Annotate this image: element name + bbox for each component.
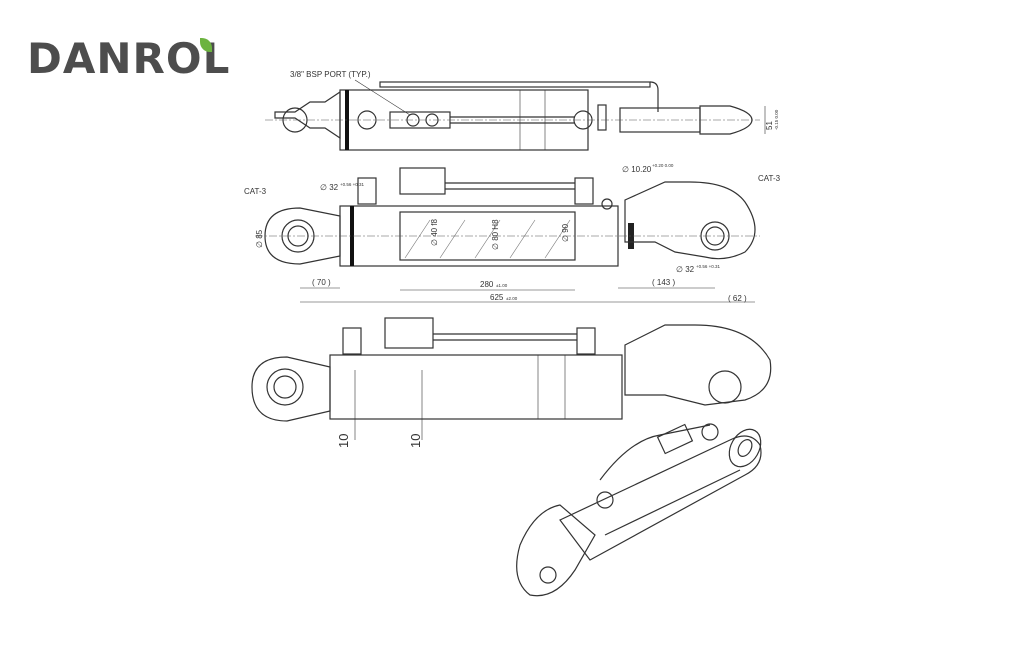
brand-logo: DANROL xyxy=(27,34,230,83)
pin-bottom-tol: +0.56 +0.31 xyxy=(696,264,721,269)
dim-10-a: 10 xyxy=(336,434,351,448)
bore-dia-dim: ∅ 80 H8 xyxy=(491,219,500,250)
port-label: 3/8" BSP PORT (TYP.) xyxy=(290,70,371,79)
isometric-view xyxy=(516,423,762,597)
dim-143: ( 143 ) xyxy=(652,278,675,287)
pin-top-dim: ∅ 32 xyxy=(320,183,339,192)
dim-51-tol: -0.15 0.00 xyxy=(774,109,779,130)
side-view: CAT-3 CAT-3 ∅ 32 +0.56 +0.31 ∅ 10.20 +0.… xyxy=(244,163,781,303)
rod-dia-dim: ∅ 40 f8 xyxy=(430,218,439,246)
dim-70: ( 70 ) xyxy=(312,278,331,287)
dim-62: ( 62 ) xyxy=(728,294,747,303)
cat-left-label: CAT-3 xyxy=(244,187,267,196)
pin-top-tol: +0.56 +0.31 xyxy=(340,182,365,187)
hole-tol: +0.20 0.00 xyxy=(652,163,674,168)
dim-51: 51 xyxy=(765,121,774,130)
dim-625-tol: ±2.00 xyxy=(506,296,518,301)
tube-dia-dim: ∅ 90 xyxy=(561,223,570,242)
dim-625: 625 xyxy=(490,293,504,302)
dim-280: 280 xyxy=(480,280,494,289)
logo-text: DANROL xyxy=(27,34,231,83)
pin-bottom-dim: ∅ 32 xyxy=(676,265,695,274)
eye-dia-dim: ∅ 85 xyxy=(255,229,264,248)
cat-right-label: CAT-3 xyxy=(758,174,781,183)
dim-10-b: 10 xyxy=(408,434,423,448)
front-view: 10 10 xyxy=(251,317,772,448)
top-view: 3/8" BSP PORT (TYP.) 51 -0.15 0.00 xyxy=(265,70,779,151)
dim-280-tol: ±1.00 xyxy=(496,283,508,288)
hole-dim: ∅ 10.20 xyxy=(622,165,652,174)
leaf-icon xyxy=(200,38,212,52)
